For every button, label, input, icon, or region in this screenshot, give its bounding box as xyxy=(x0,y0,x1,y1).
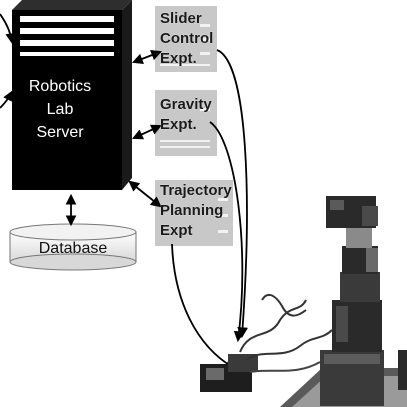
server-tower xyxy=(12,0,132,190)
server-label-line-2: Lab xyxy=(46,101,74,118)
gravity-expt-line-1: Gravity xyxy=(160,96,212,113)
experiment-panel-trajectory xyxy=(155,180,233,246)
left-connectors xyxy=(0,13,17,109)
drive-bay-1 xyxy=(20,16,114,22)
slider-expt-line-3: Expt. xyxy=(160,50,197,67)
trajectory-expt-line-2: Planning xyxy=(160,202,224,219)
robot-arm xyxy=(200,196,407,407)
drive-bay-2 xyxy=(20,28,114,34)
server-label-line-3: Server xyxy=(36,124,84,141)
experiment-panel-gravity xyxy=(155,90,217,156)
server-trajectory-link xyxy=(128,180,162,208)
trajectory-expt-line-1: Trajectory xyxy=(160,182,232,199)
server-label-line-1: Robotics xyxy=(28,78,92,95)
database-cylinder xyxy=(9,223,137,271)
slider-expt-line-1: Slider xyxy=(160,10,202,27)
gravity-robot-link xyxy=(209,121,245,343)
drive-bay-3 xyxy=(20,40,114,46)
server-slider-link xyxy=(131,50,163,64)
experiment-panel-slider xyxy=(155,6,217,72)
slider-expt-line-2: Control xyxy=(160,30,214,47)
drive-bay-4 xyxy=(20,52,114,56)
trajectory-expt-line-3: Expt xyxy=(160,222,193,239)
trajectory-robot-link xyxy=(171,243,236,370)
slider-robot-link xyxy=(216,49,249,339)
database-label: Database xyxy=(38,240,108,257)
server-gravity-link xyxy=(132,124,162,140)
gravity-expt-line-2: Expt. xyxy=(160,116,197,133)
